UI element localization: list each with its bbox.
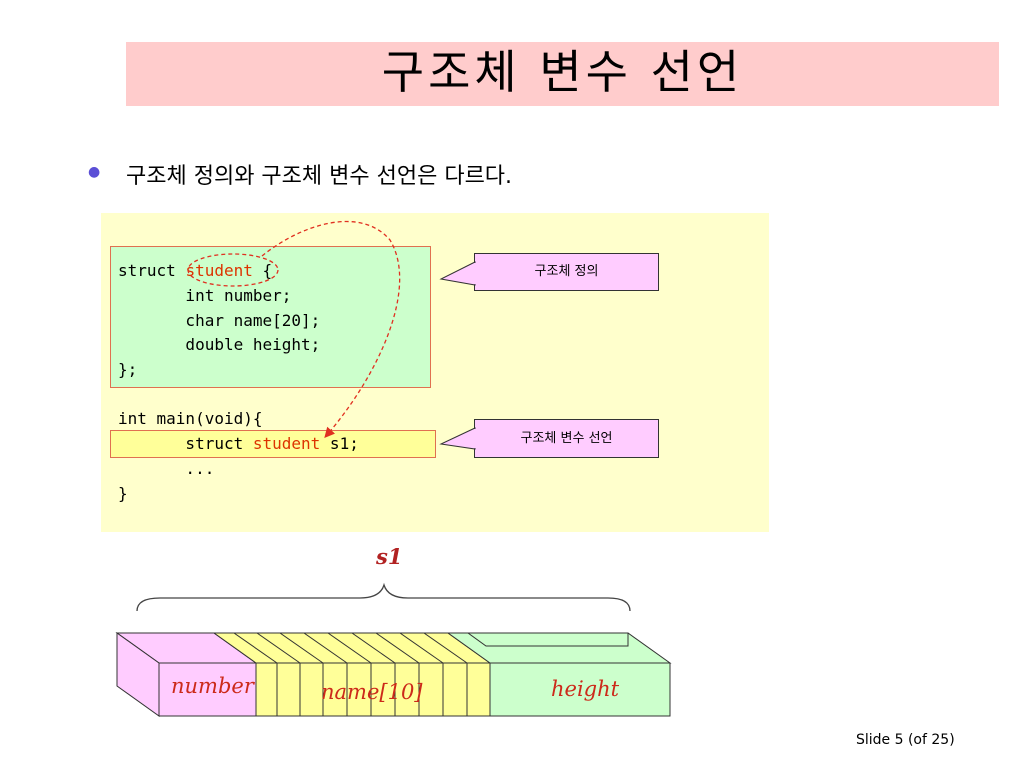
slide-title: 구조체 변수 선언 <box>381 45 744 99</box>
struct-definition-box <box>110 246 431 388</box>
memory-field-height: height <box>551 677 620 701</box>
code-decl-struct-name: student <box>252 434 321 453</box>
memory-height-front <box>489 662 671 717</box>
struct-declaration-box <box>110 430 436 458</box>
memory-brace <box>136 582 631 612</box>
memory-height-inner <box>466 632 629 647</box>
code-line-number: int number; <box>118 286 292 305</box>
bullet-text: 구조체 정의와 구조체 변수 선언은 다르다. <box>126 164 513 189</box>
code-decl-prefix: struct <box>118 434 253 453</box>
code-line-ellipsis: ... <box>118 459 215 478</box>
memory-field-number: number <box>171 674 254 698</box>
bullet-icon: ● <box>88 164 101 180</box>
memory-name-front <box>255 662 491 717</box>
memory-name-cells <box>233 632 468 716</box>
code-line-declaration: struct student s1; <box>118 431 359 456</box>
slide-number: Slide 5 (of 25) <box>856 732 955 748</box>
code-line-main: int main(void){ <box>118 409 263 428</box>
code-line-close-main: } <box>118 484 128 503</box>
code-decl-suffix: s1; <box>320 434 359 453</box>
code-line-struct: struct student { <box>118 258 272 283</box>
reference-arrow <box>261 220 401 438</box>
code-line-close-struct: }; <box>118 360 138 379</box>
code-keyword-struct: struct <box>118 261 176 280</box>
code-line-height: double height; <box>118 335 321 354</box>
callout-pointer-definition <box>439 261 476 286</box>
callout-pointer-declaration <box>439 427 476 450</box>
callout-variable-declaration: 구조체 변수 선언 <box>474 419 659 458</box>
memory-variable-label: s1 <box>376 544 403 569</box>
code-line-name: char name[20]; <box>118 311 321 330</box>
code-struct-name: student <box>185 261 253 280</box>
code-open-brace: { <box>252 261 273 280</box>
memory-field-name: name[10] <box>321 680 423 704</box>
title-bar <box>126 42 999 106</box>
highlight-ellipse <box>187 253 279 287</box>
callout-struct-definition: 구조체 정의 <box>474 253 659 291</box>
